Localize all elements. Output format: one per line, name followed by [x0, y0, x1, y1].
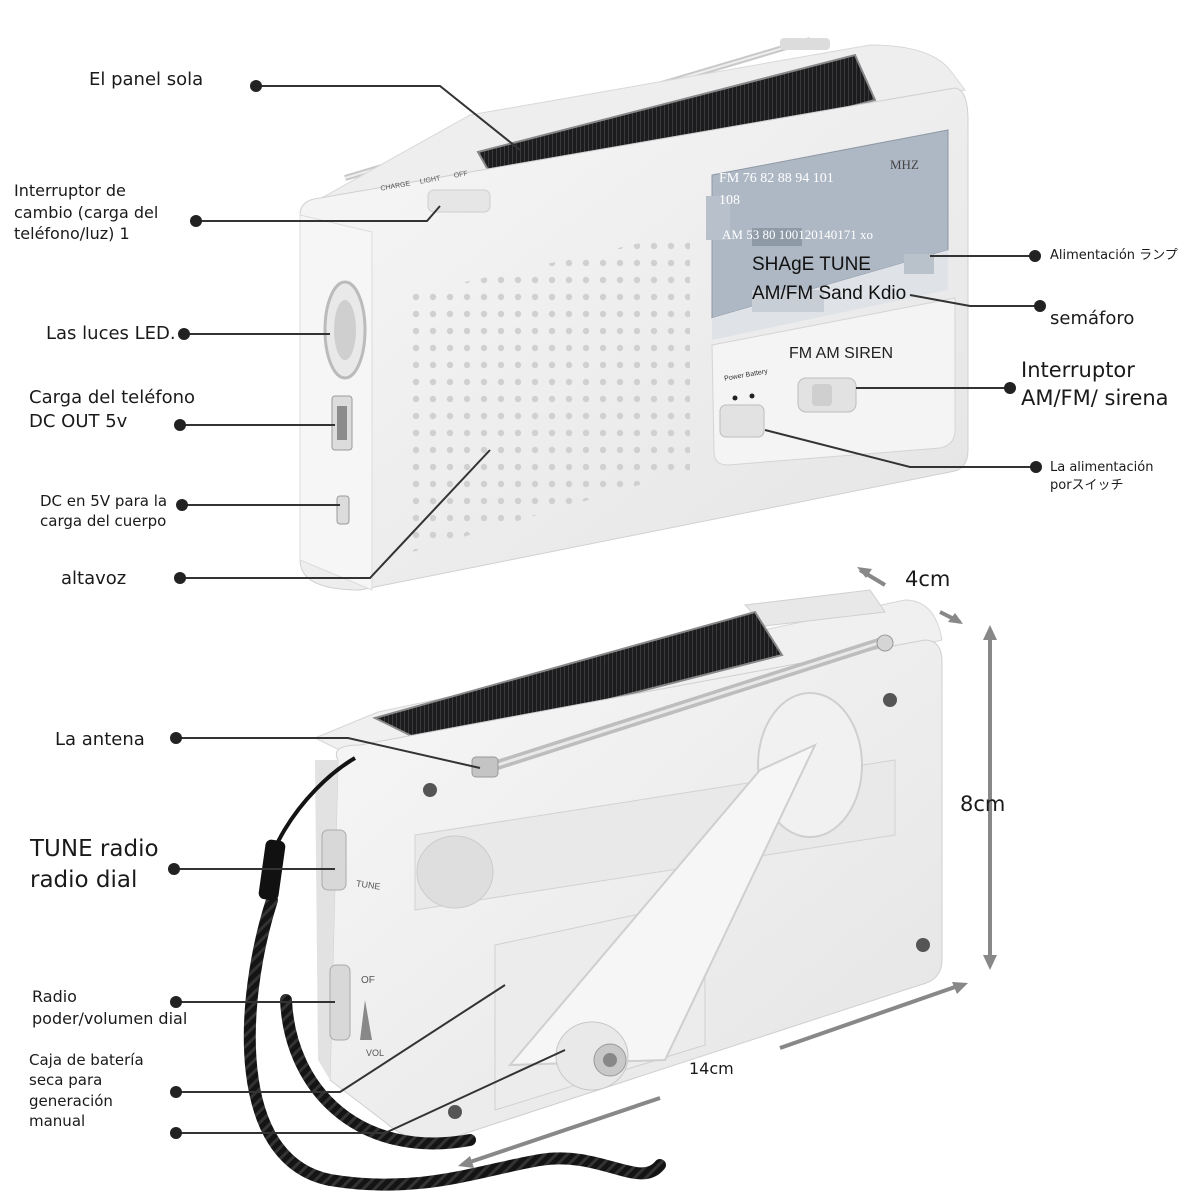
- antenna-tip: [780, 38, 830, 50]
- panel-line2: AM/FM Sand Kdio: [752, 283, 907, 304]
- leader-lines: [174, 85, 1040, 1134]
- callout-dot: [1029, 250, 1041, 262]
- label-tuning-light: semáforo: [1050, 308, 1135, 329]
- am-scale: AM 53 80 100120140171 xo: [722, 227, 873, 242]
- hand-crank[interactable]: [507, 742, 818, 1067]
- fm-scale: FM 76 82 88 94 101 108: [719, 171, 834, 209]
- callout-dot: [1034, 300, 1046, 312]
- label-volume-dial: Radio poder/volumen dial: [32, 987, 188, 1028]
- label-antenna: La antena: [55, 729, 145, 750]
- radio-back: [243, 589, 943, 1191]
- label-solar-panel: El panel sola: [89, 69, 204, 90]
- callout-dot: [1030, 461, 1042, 473]
- label-power-switch: La alimentación porスイッチ: [1050, 460, 1154, 493]
- dimension-width: 14cm: [689, 1059, 734, 1078]
- callout-dot: [168, 863, 180, 875]
- callout-dot: [174, 419, 186, 431]
- label-switch-charge: Interruptor de cambio (carga del teléfon…: [14, 181, 159, 244]
- callout-dot: [176, 499, 188, 511]
- callout-dot: [170, 1086, 182, 1098]
- charge-light-switch[interactable]: [427, 189, 491, 213]
- wrist-strap: [243, 894, 666, 1191]
- off-side-label: OF: [361, 975, 375, 986]
- speaker-grille: [402, 232, 690, 555]
- label-tune-dial: TUNE radio radio dial: [30, 836, 159, 894]
- dimension-depth: 4cm: [905, 567, 951, 591]
- callout-dot: [170, 732, 182, 744]
- vol-side-label: VOL: [366, 1048, 385, 1058]
- callout-dot: [250, 80, 262, 92]
- callout-dot: [170, 1127, 182, 1139]
- dimension-height: 8cm: [960, 792, 1006, 816]
- callout-dot: [178, 328, 190, 340]
- label-speaker: altavoz: [61, 568, 127, 589]
- dimension-arrows: [458, 567, 997, 1168]
- tune-dial[interactable]: [321, 829, 347, 891]
- callout-dot: [170, 996, 182, 1008]
- label-led: Las luces LED.: [46, 323, 176, 344]
- label-phone-charge: Carga del teléfono DC OUT 5v: [29, 387, 196, 433]
- power-switch[interactable]: [719, 404, 765, 438]
- panel-line1: SHAgE TUNE: [752, 254, 871, 275]
- radio-front: [299, 37, 969, 591]
- callout-dot: [190, 215, 202, 227]
- callout-dot: [1004, 382, 1016, 394]
- band-label: FM AM SIREN: [789, 345, 894, 362]
- mhz-label: MHZ: [890, 157, 919, 172]
- callout-dot: [174, 572, 186, 584]
- label-band-switch: Interruptor AM/FM/ sirena: [1021, 358, 1169, 411]
- label-dc-in: DC en 5V para la carga del cuerpo: [40, 492, 168, 531]
- dc-in-port: [336, 495, 350, 525]
- label-power-lamp: Alimentación ランプ: [1050, 248, 1178, 263]
- label-battery-box: Caja de batería seca para generación man…: [29, 1051, 144, 1130]
